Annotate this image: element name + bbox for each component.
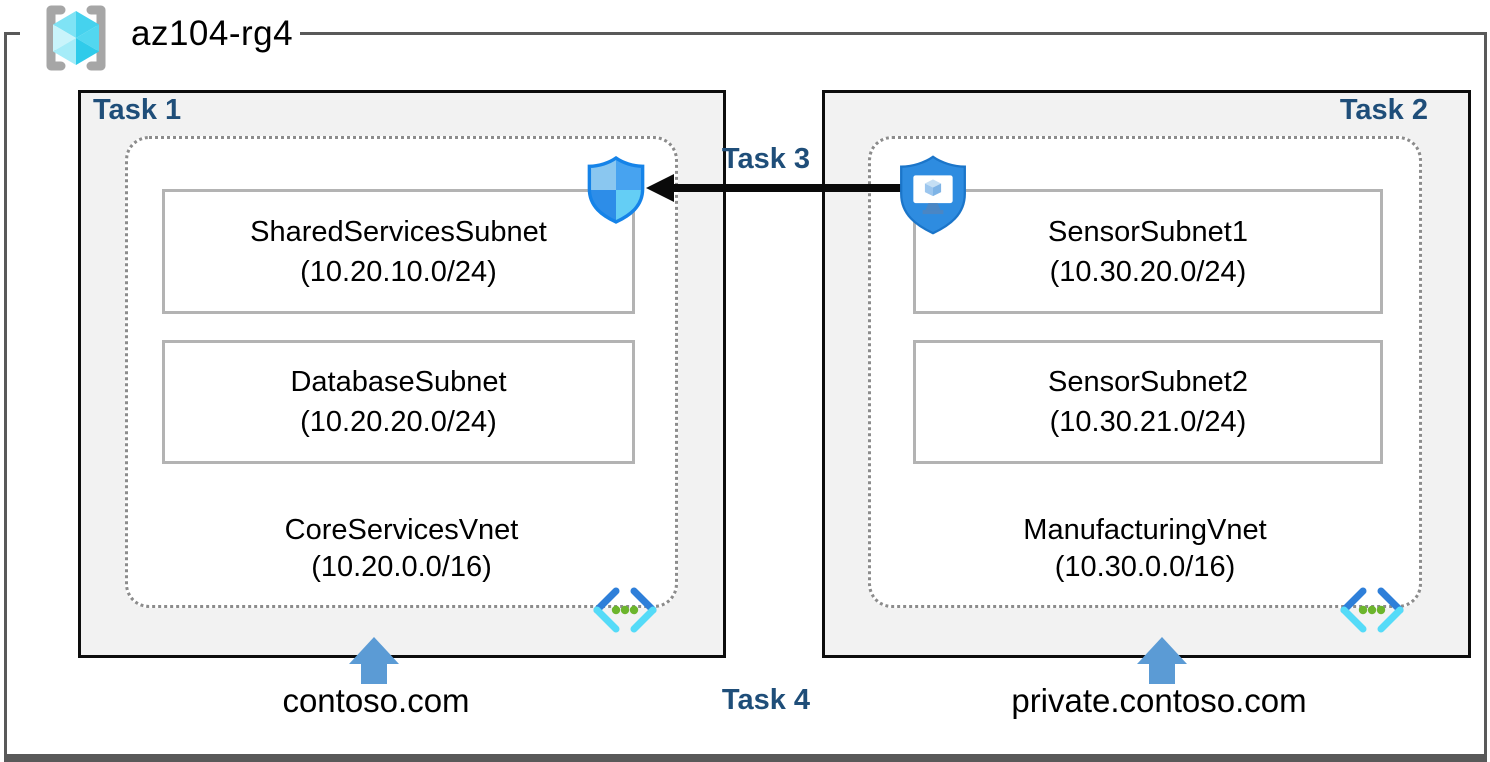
virtual-network-icon: [1336, 584, 1408, 641]
task4-label: Task 4: [721, 684, 811, 716]
subnet-cidr: (10.20.20.0/24): [300, 406, 497, 438]
task3-label: Task 3: [721, 143, 811, 175]
dns-up-arrow-icon: [349, 637, 399, 664]
dns-zone-label-private-contoso: private.contoso.com: [1011, 682, 1307, 719]
frame-border-gap: [20, 29, 300, 39]
dns-up-arrow-icon: [1137, 637, 1187, 664]
dns-up-arrow-stem: [361, 662, 387, 684]
network-security-group-icon: [585, 155, 647, 230]
peering-arrow-head: [646, 174, 674, 202]
subnet-box-database: DatabaseSubnet (10.20.20.0/24): [162, 340, 635, 464]
subnet-name: SharedServicesSubnet: [250, 215, 547, 248]
vnet-cidr: (10.30.0.0/16): [1054, 551, 1236, 583]
subnet-cidr: (10.20.10.0/24): [300, 255, 497, 288]
subnet-box-sensor1: SensorSubnet1 (10.30.20.0/24): [913, 189, 1383, 314]
subnet-name: SensorSubnet2: [1048, 366, 1248, 398]
virtual-network-icon: [589, 584, 661, 641]
subnet-cidr: (10.30.20.0/24): [1049, 255, 1247, 288]
subnet-box-sharedservices: SharedServicesSubnet (10.20.10.0/24): [162, 189, 635, 314]
vnet-name: ManufacturingVnet: [1023, 514, 1267, 546]
vnet2-label: ManufacturingVnet (10.30.0.0/16): [868, 512, 1422, 586]
dns-zone-label-contoso: contoso.com: [282, 682, 470, 719]
subnet-name: SensorSubnet1: [1048, 215, 1248, 248]
subnet-cidr: (10.30.21.0/24): [1049, 406, 1247, 438]
vnet-cidr: (10.20.0.0/16): [311, 551, 492, 583]
bastion-icon: [896, 153, 970, 242]
peering-arrow-line: [672, 184, 962, 192]
resource-group-label: az104-rg4: [131, 14, 294, 53]
subnet-box-sensor2: SensorSubnet2 (10.30.21.0/24): [913, 340, 1383, 464]
resource-group-frame: [4, 32, 1487, 762]
vnet1-label: CoreServicesVnet (10.20.0.0/16): [125, 512, 678, 586]
vnet-name: CoreServicesVnet: [284, 514, 519, 546]
dns-up-arrow-stem: [1149, 662, 1175, 684]
resource-group-icon: [38, 3, 114, 73]
task2-label: Task 2: [1339, 94, 1428, 126]
task1-label: Task 1: [93, 94, 182, 126]
subnet-name: DatabaseSubnet: [290, 366, 507, 398]
